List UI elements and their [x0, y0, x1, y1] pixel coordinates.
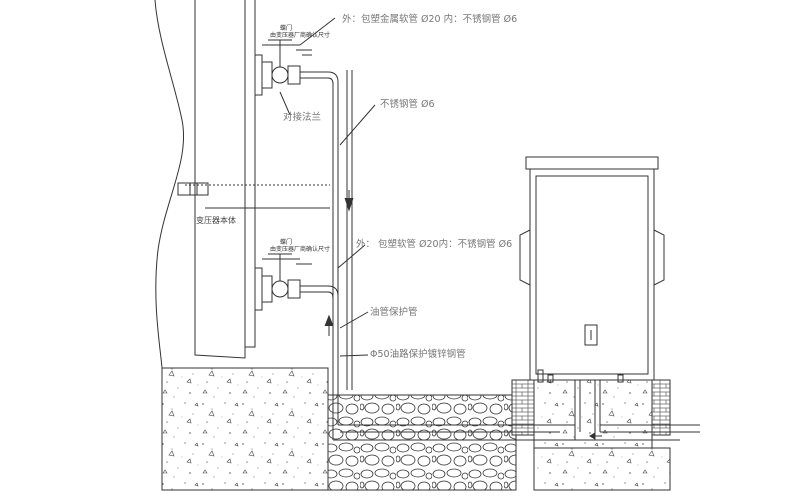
upper-pipe-label: 外：包塑金属软管 Ø20 内：不锈钢管 Ø6	[342, 14, 518, 25]
tank-bracket	[177, 182, 209, 196]
upper-flange-plate	[254, 54, 263, 96]
leader-galv-pipe	[339, 354, 369, 357]
upper-valve	[271, 66, 289, 84]
lower-valve-label: 蝶门	[280, 239, 293, 246]
concrete-foundation	[161, 367, 329, 491]
tank-body-label: 变压器本体	[196, 216, 236, 225]
ground-right	[533, 447, 671, 491]
cabinet-lock	[584, 324, 598, 346]
ss-pipe-label: 不锈钢管 Ø6	[380, 99, 435, 110]
control-cabinet	[529, 168, 655, 381]
flow-arrow-up	[324, 314, 334, 327]
trench-arrow	[589, 432, 596, 440]
gravel-trench	[327, 394, 517, 491]
oil-pipe-label: 油管保护管	[370, 307, 418, 318]
transformer-body	[194, 0, 256, 359]
galv-pipe-label: Φ50油路保护镀锌钢管	[370, 349, 466, 360]
valve-label: 蝶门	[280, 25, 293, 32]
brick-wall-right	[651, 379, 671, 436]
leader-flange	[279, 91, 291, 116]
control-cabinet-roof	[525, 156, 659, 170]
cabinet-handle-left	[519, 229, 531, 286]
flange-label: 对接法兰	[283, 112, 322, 123]
leader-ss-pipe	[339, 104, 376, 146]
leader-oil-pipe	[339, 311, 369, 329]
brick-wall-left	[511, 379, 535, 436]
flow-arrow-down	[344, 197, 354, 212]
lower-flange-plate	[254, 267, 263, 311]
lower-valve-note-label: 由变压器厂商确认尺寸	[270, 246, 331, 253]
left-wall	[154, 0, 184, 369]
lower-pipe-label: 外： 包塑软管 Ø20内：不锈钢管 Ø6	[356, 239, 513, 250]
valve-note-label: 由变压器厂商确认尺寸	[270, 32, 331, 39]
leader-lower-pipe	[337, 244, 366, 269]
leader-upper-pipe	[299, 17, 336, 46]
lower-valve	[271, 280, 289, 298]
cabinet-handle-right	[653, 229, 665, 286]
